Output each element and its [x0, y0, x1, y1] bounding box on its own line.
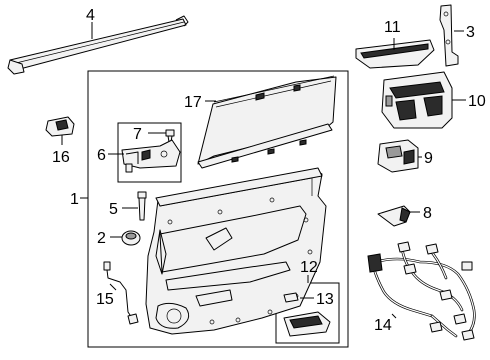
bracket-subassembly-frame [117, 122, 182, 183]
part-4-belt-moulding [7, 15, 189, 75]
callout-2: 2 [97, 230, 106, 247]
callout-4: 4 [86, 7, 95, 24]
callout-15: 15 [96, 291, 114, 308]
callout-17: 17 [184, 94, 202, 111]
part-6-inner-bracket [108, 139, 181, 173]
callout-12: 12 [300, 259, 318, 276]
part-7-screw [148, 129, 175, 143]
callout-labels: 1 2 3 4 5 6 7 8 9 10 11 12 13 14 15 16 1… [52, 7, 486, 334]
part-8-trim-piece [377, 205, 420, 227]
callout-3: 3 [466, 24, 475, 41]
part-9-window-switch [377, 139, 422, 173]
callout-8: 8 [423, 205, 432, 222]
part-11-switch-bezel [355, 38, 435, 69]
part-13-bulb [283, 292, 314, 303]
part-12-switch [283, 275, 331, 337]
part-17-watershield [197, 75, 337, 169]
callout-1: 1 [70, 191, 79, 208]
callout-7: 7 [133, 126, 142, 143]
part-3-bracket [439, 4, 464, 67]
part-2-grommet [110, 230, 141, 246]
door-trim-assembly-frame [87, 70, 349, 348]
callout-13: 13 [316, 291, 334, 308]
part-16-clip [45, 116, 75, 145]
callout-6: 6 [97, 147, 106, 164]
callout-14: 14 [374, 317, 392, 334]
part-15-cable [103, 261, 139, 325]
callout-5: 5 [109, 201, 118, 218]
callout-16: 16 [52, 149, 70, 166]
callout-11: 11 [384, 19, 401, 36]
callout-10: 10 [468, 93, 486, 110]
part-14-wire-harness [367, 241, 476, 341]
part-5-pin [122, 191, 147, 221]
part-1-door-trim-panel [80, 167, 327, 335]
part-10-switch-base [381, 71, 466, 129]
callout-9: 9 [424, 150, 433, 167]
